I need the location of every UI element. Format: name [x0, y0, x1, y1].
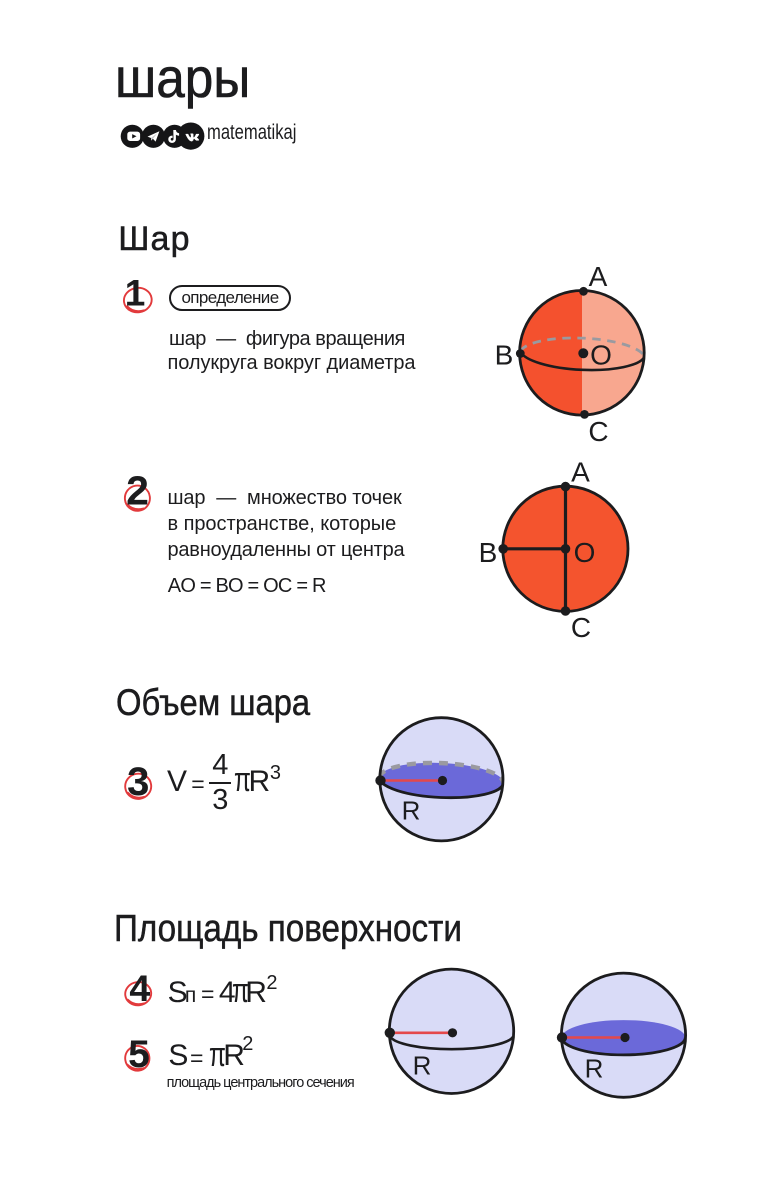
- svg-text:5: 5: [128, 1033, 150, 1076]
- svg-text:3: 3: [127, 760, 149, 804]
- svg-text:1: 1: [125, 273, 146, 314]
- svg-text:4: 4: [129, 967, 150, 1009]
- svg-text:B: B: [495, 340, 514, 371]
- svg-text:O: O: [574, 537, 596, 568]
- svg-text:A: A: [589, 261, 608, 292]
- svg-text:A: A: [571, 457, 590, 488]
- svg-text:R: R: [402, 796, 421, 826]
- svg-text:C: C: [588, 416, 608, 447]
- svg-text:C: C: [571, 612, 591, 643]
- svg-text:O: O: [590, 340, 612, 371]
- svg-text:B: B: [479, 537, 498, 568]
- svg-text:R: R: [413, 1051, 432, 1081]
- svg-text:2: 2: [126, 468, 149, 514]
- svg-text:R: R: [585, 1054, 604, 1084]
